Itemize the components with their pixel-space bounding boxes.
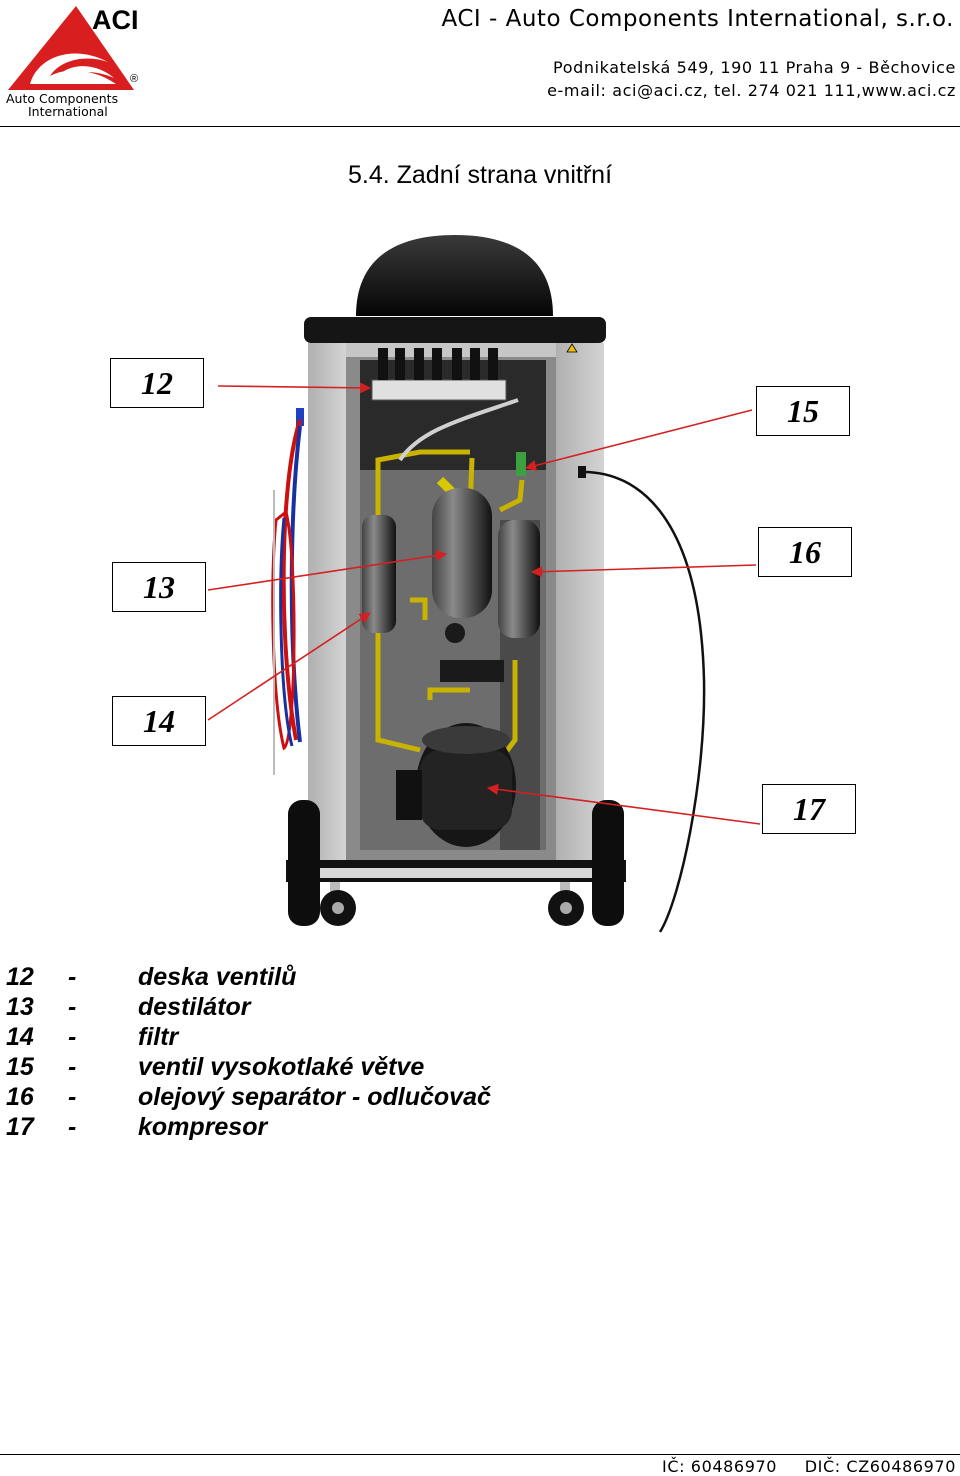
- rear-wheel-right: [592, 800, 624, 926]
- page-footer: IČ: 60486970 DIČ: CZ60486970: [662, 1457, 956, 1476]
- logo-line1: Auto Components: [6, 91, 119, 106]
- legend-dash: -: [68, 1023, 77, 1051]
- legend-row: 15 - ventil vysokotlaké větve: [6, 1052, 491, 1082]
- legend-number: 12: [6, 963, 34, 991]
- callout-17: 17: [762, 784, 856, 834]
- vat-id: DIČ: CZ60486970: [804, 1457, 956, 1476]
- pointer-16: [530, 564, 757, 578]
- legend-number: 15: [6, 1053, 34, 1081]
- machine-illustration: [207, 235, 761, 933]
- pointer-15: [524, 409, 753, 471]
- compressor: [396, 723, 516, 847]
- svg-text:®: ®: [130, 73, 138, 85]
- callout-13: 13: [112, 562, 206, 612]
- legend-number: 17: [6, 1113, 34, 1141]
- legend-text: filtr: [138, 1023, 179, 1051]
- callout-15: 15: [756, 386, 850, 436]
- legend-text: olejový separátor - odlučovač: [138, 1083, 491, 1111]
- legend-row: 14 - filtr: [6, 1022, 491, 1052]
- pointer-14: [207, 612, 371, 721]
- legend-number: 13: [6, 993, 34, 1021]
- pointer-13: [207, 549, 448, 591]
- company-name: ACI - Auto Components International, s.r…: [441, 6, 954, 32]
- company-id: IČ: 60486970: [662, 1457, 778, 1476]
- valve-board: [371, 379, 507, 401]
- header-rule: [0, 126, 960, 127]
- rear-wheel-left: [288, 800, 320, 926]
- oil-separator: [498, 520, 540, 638]
- page-header: ACI ® Auto Components International ACI …: [0, 0, 960, 128]
- legend-dash: -: [68, 963, 77, 991]
- aci-logo: ACI ®: [8, 5, 139, 90]
- legend-text: deska ventilů: [138, 963, 297, 991]
- legend-text: ventil vysokotlaké větve: [138, 1053, 425, 1081]
- company-address: Podnikatelská 549, 190 11 Praha 9 - Běch…: [547, 56, 956, 102]
- legend-dash: -: [68, 1053, 77, 1081]
- legend-row: 12 - deska ventilů: [6, 962, 491, 992]
- pointer-12: [217, 382, 372, 394]
- logo-line2: International: [28, 104, 108, 119]
- distiller-tank: [432, 488, 492, 618]
- caster-left: [320, 882, 356, 926]
- legend-text: kompresor: [138, 1113, 268, 1141]
- callout-16: 16: [758, 527, 852, 577]
- legend-dash: -: [68, 993, 77, 1021]
- legend-row: 17 - kompresor: [6, 1112, 491, 1142]
- legend-number: 14: [6, 1023, 34, 1051]
- legend-text: destilátor: [138, 993, 251, 1021]
- caster-right: [548, 882, 584, 926]
- logo-word: ACI: [92, 5, 139, 35]
- legend-row: 16 - olejový separátor - odlučovač: [6, 1082, 491, 1112]
- legend-dash: -: [68, 1083, 77, 1111]
- footer-rule: [0, 1454, 960, 1455]
- pointer-17: [486, 783, 761, 825]
- top-dome: [356, 235, 553, 316]
- contact-line: e-mail: aci@aci.cz, tel. 274 021 111,www…: [547, 81, 956, 100]
- callout-14: 14: [112, 696, 206, 746]
- logo-caption: Auto Components International: [6, 92, 118, 118]
- callout-12: 12: [110, 358, 204, 408]
- legend-row: 13 - destilátor: [6, 992, 491, 1022]
- machine-figure: 12 15 13 16 14 17: [0, 220, 960, 940]
- legend-dash: -: [68, 1113, 77, 1141]
- filter-cylinder: [362, 515, 396, 633]
- section-title: 5.4. Zadní strana vnitřní: [347, 161, 613, 189]
- parts-legend: 12 - deska ventilů 13 - destilátor 14 - …: [6, 962, 491, 1142]
- top-cover: [304, 317, 606, 343]
- legend-number: 16: [6, 1083, 34, 1111]
- address-line: Podnikatelská 549, 190 11 Praha 9 - Běch…: [553, 58, 956, 77]
